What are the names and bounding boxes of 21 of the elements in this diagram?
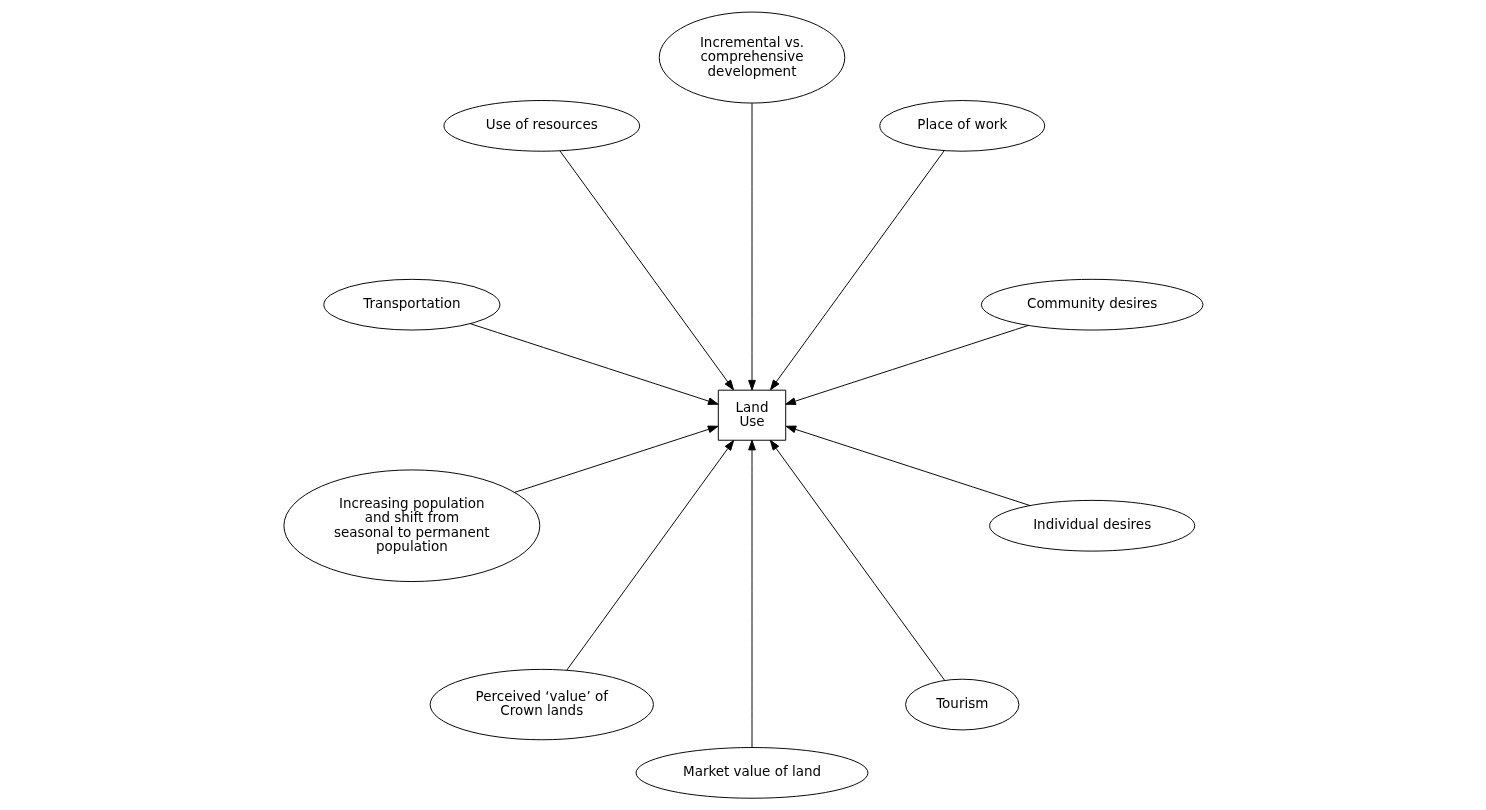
node-ellipse: Use of resources [442,100,640,152]
node-ellipse: Community desires [980,278,1203,331]
node-ellipse: Tourism [904,678,1019,731]
arrow [469,323,719,405]
arrow [513,425,718,493]
node-ellipse: Transportation [322,278,500,331]
arrow [565,440,734,671]
node-ellipse: Increasing population and shift from seasonal to permanent population [282,469,540,583]
node-ellipse: Incremental vs. comprehensive development [658,11,845,104]
arrow [747,102,756,391]
arrow [747,439,756,748]
arrow [558,150,734,391]
arrow [785,425,1031,507]
arrow [769,150,945,391]
arrow [784,324,1029,405]
node-ellipse: Place of work [878,100,1045,152]
node-ellipse: Individual desires [988,499,1195,552]
node-ellipse: Market value of land [635,747,868,799]
node-ellipse: Perceived ‘value’ of Crown lands [429,668,654,741]
arrow [769,439,945,681]
node-box: Land Use [717,389,786,441]
